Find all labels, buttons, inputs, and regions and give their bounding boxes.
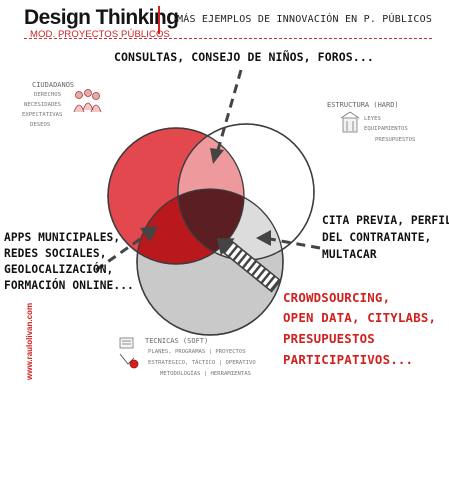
header-right-title: MÁS EJEMPLOS DE INNOVACIÓN EN P. PÚBLICO… bbox=[177, 14, 433, 25]
ciudadanos-item: DERECHOS bbox=[34, 92, 61, 98]
arrow-right bbox=[269, 237, 321, 250]
left-examples-line: APPS MUNICIPALES, bbox=[4, 231, 121, 244]
right-examples-line: MULTACAR bbox=[322, 248, 377, 261]
website-credit: www.raulolivan.com bbox=[25, 300, 35, 380]
right-examples-line: CITA PREVIA, PERFIL bbox=[322, 214, 449, 227]
arrow-ladder bbox=[216, 238, 282, 293]
top-examples-label: CONSULTAS, CONSEJO DE NIÑOS, FOROS... bbox=[114, 50, 374, 64]
right-examples-line: DEL CONTRATANTE, bbox=[322, 231, 432, 244]
left-examples-line: FORMACIÓN ONLINE... bbox=[4, 279, 134, 292]
ciudadanos-title: CIUDADANOS bbox=[32, 81, 75, 89]
arrow-right-head bbox=[256, 230, 271, 246]
arrow-left-head bbox=[140, 226, 158, 242]
ciudadanos-item: DESEOS bbox=[30, 122, 51, 128]
white-gray-overlap bbox=[178, 189, 283, 260]
left-examples-line: GEOLOCALIZACIÓN, bbox=[4, 263, 114, 276]
tecnicas-title: TECNICAS (SOFT) bbox=[145, 337, 209, 345]
tecnicas-item: ESTRATEGICO, TÁCTICO | OPERATIVO bbox=[148, 360, 256, 366]
tecnicas-item: METODOLOGÍAS | HERRAMIENTAS bbox=[160, 371, 251, 377]
red-examples-line: PRESUPUESTOS bbox=[283, 331, 375, 346]
header-divider bbox=[24, 38, 432, 39]
red-examples-line: OPEN DATA, CITYLABS, bbox=[283, 310, 437, 325]
title-divider bbox=[158, 6, 160, 34]
arrow-left bbox=[95, 233, 147, 272]
red-examples-line: CROWDSOURCING, bbox=[283, 290, 391, 305]
building-icon bbox=[340, 111, 360, 133]
ciudadanos-item: EXPECTATIVAS bbox=[22, 112, 63, 118]
tecnicas-item: PLANES, PROGRAMAS | PROYECTOS bbox=[148, 349, 246, 355]
estructura-title: ESTRUCTURA (HARD) bbox=[327, 101, 399, 109]
website-credit-text: www.raulolivan.com bbox=[25, 302, 34, 380]
left-examples-line: REDES SOCIALES, bbox=[4, 247, 107, 260]
estructura-item: EQUIPAMIENTOS bbox=[364, 126, 408, 132]
tools-icon bbox=[119, 337, 139, 369]
ciudadanos-item: NECESIDADES bbox=[24, 102, 62, 108]
estructura-item: LEYES bbox=[364, 116, 381, 122]
page-subtitle: MOD. PROYECTOS PÚBLICOS bbox=[30, 29, 170, 40]
page-title: Design Thinking bbox=[24, 6, 179, 29]
people-icon bbox=[73, 89, 102, 113]
red-examples-line: PARTICIPATIVOS... bbox=[283, 352, 414, 367]
estructura-item: PRESUPUESTOS bbox=[375, 137, 416, 143]
arrow-top-head bbox=[210, 148, 224, 164]
